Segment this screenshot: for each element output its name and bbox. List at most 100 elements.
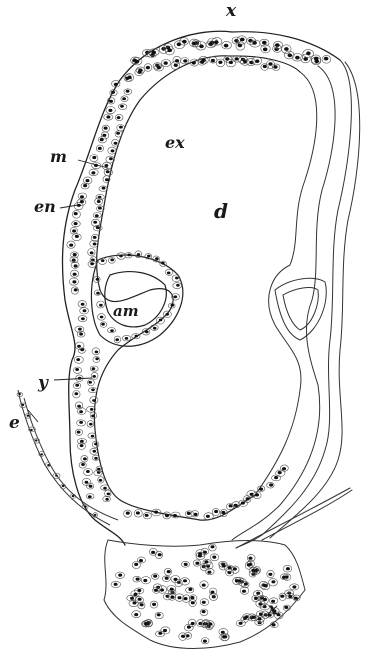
cell-nucleus	[235, 57, 239, 60]
cell-nucleus	[159, 319, 163, 322]
cell-nucleus	[153, 327, 157, 330]
label-en: en	[34, 197, 56, 216]
cell-nucleus	[101, 259, 105, 262]
cell-nucleus	[72, 229, 76, 232]
cell-nucleus	[105, 178, 109, 181]
cell-nucleus	[126, 90, 130, 93]
cell-nucleus	[134, 613, 138, 616]
label-x-bottom: x	[267, 599, 278, 618]
cell-nucleus	[111, 91, 115, 94]
fold-outer	[275, 278, 326, 340]
cell-nucleus	[138, 598, 142, 601]
cell-nucleus	[175, 277, 179, 280]
cell-nucleus	[108, 109, 112, 112]
cell-nucleus	[275, 43, 280, 47]
cell-nucleus	[314, 57, 319, 61]
cell-nucleus	[95, 214, 99, 217]
cell-nucleus	[278, 471, 282, 474]
cell-nucleus	[47, 464, 50, 466]
cell-nucleus	[78, 328, 82, 331]
cell-nucleus	[75, 235, 79, 238]
cell-nucleus	[72, 259, 76, 262]
cell-nucleus	[274, 476, 278, 479]
cell-nucleus	[80, 348, 84, 351]
cell-nucleus	[100, 138, 104, 141]
cell-nucleus	[272, 623, 276, 626]
outer-contour	[62, 31, 232, 545]
cell-nucleus	[134, 593, 138, 596]
cell-nucleus	[286, 567, 290, 570]
cell-nucleus	[207, 571, 211, 574]
cell-nucleus	[202, 584, 206, 587]
cell-nucleus	[109, 157, 113, 160]
cell-nucleus	[40, 453, 43, 455]
cell-nucleus	[206, 515, 210, 518]
cell-nucleus	[74, 392, 78, 395]
cell-nucleus	[135, 335, 139, 338]
cell-nucleus	[86, 179, 90, 182]
cell-nucleus	[165, 514, 169, 517]
cell-nucleus	[228, 566, 232, 569]
cell-nucleus	[130, 597, 134, 600]
cell-nucleus	[89, 485, 93, 488]
cell-nucleus	[175, 59, 179, 62]
cell-nucleus	[81, 303, 85, 306]
cell-nucleus	[251, 569, 255, 572]
cell-nucleus	[154, 510, 158, 513]
cell-nucleus	[80, 440, 84, 443]
cell-nucleus	[284, 606, 288, 609]
cell-nucleus	[91, 415, 95, 418]
cell-nucleus	[222, 564, 226, 567]
cell-nucleus	[168, 48, 173, 52]
cell-nucleus	[74, 288, 78, 291]
cell-nucleus	[84, 505, 87, 507]
cell-nucleus	[202, 610, 206, 613]
cell-nucleus	[76, 358, 80, 361]
cell-nucleus	[171, 304, 175, 307]
label-e: e	[9, 413, 20, 433]
cell-nucleus	[153, 575, 157, 578]
cell-nucleus	[88, 495, 92, 498]
cell-nucleus	[214, 40, 219, 44]
cell-nucleus	[98, 207, 102, 210]
cell-nucleus	[303, 57, 308, 61]
cell-nucleus	[280, 595, 284, 598]
cell-nucleus	[188, 588, 192, 591]
cell-nucleus	[18, 393, 21, 395]
cell-nucleus	[106, 170, 110, 173]
cell-nucleus	[72, 280, 76, 283]
cell-nucleus	[83, 457, 87, 460]
cell-nucleus	[258, 617, 262, 620]
trailing-strand-e	[18, 390, 118, 525]
cell-nucleus	[134, 563, 138, 566]
cell-nucleus	[93, 236, 97, 239]
cell-nucleus	[155, 257, 159, 260]
cell-nucleus	[98, 147, 102, 150]
cell-nucleus	[91, 171, 95, 174]
cell-nucleus	[233, 567, 237, 570]
cell-nucleus	[116, 132, 120, 135]
cell-nucleus	[251, 573, 255, 576]
cell-nucleus	[184, 597, 188, 600]
cell-nucleus	[157, 66, 161, 69]
cell-nucleus	[195, 562, 199, 565]
cell-nucleus	[151, 551, 155, 554]
cell-nucleus	[126, 511, 130, 514]
cell-nucleus	[90, 262, 94, 265]
cell-nucleus	[96, 278, 100, 281]
cell-nucleus	[117, 116, 121, 119]
cell-nucleus	[218, 61, 222, 64]
cell-nucleus	[94, 514, 97, 516]
label-y: y	[37, 373, 49, 393]
cell-nucleus	[80, 444, 84, 447]
cell-nucleus	[259, 488, 263, 491]
cell-nucleus	[79, 421, 83, 424]
cell-nucleus	[181, 635, 185, 638]
cell-nucleus	[94, 443, 98, 446]
cell-nucleus	[256, 592, 260, 595]
cell-nucleus	[102, 187, 106, 190]
cell-nucleus	[79, 333, 83, 336]
cell-nucleus	[136, 578, 140, 581]
cell-nucleus	[174, 295, 178, 298]
